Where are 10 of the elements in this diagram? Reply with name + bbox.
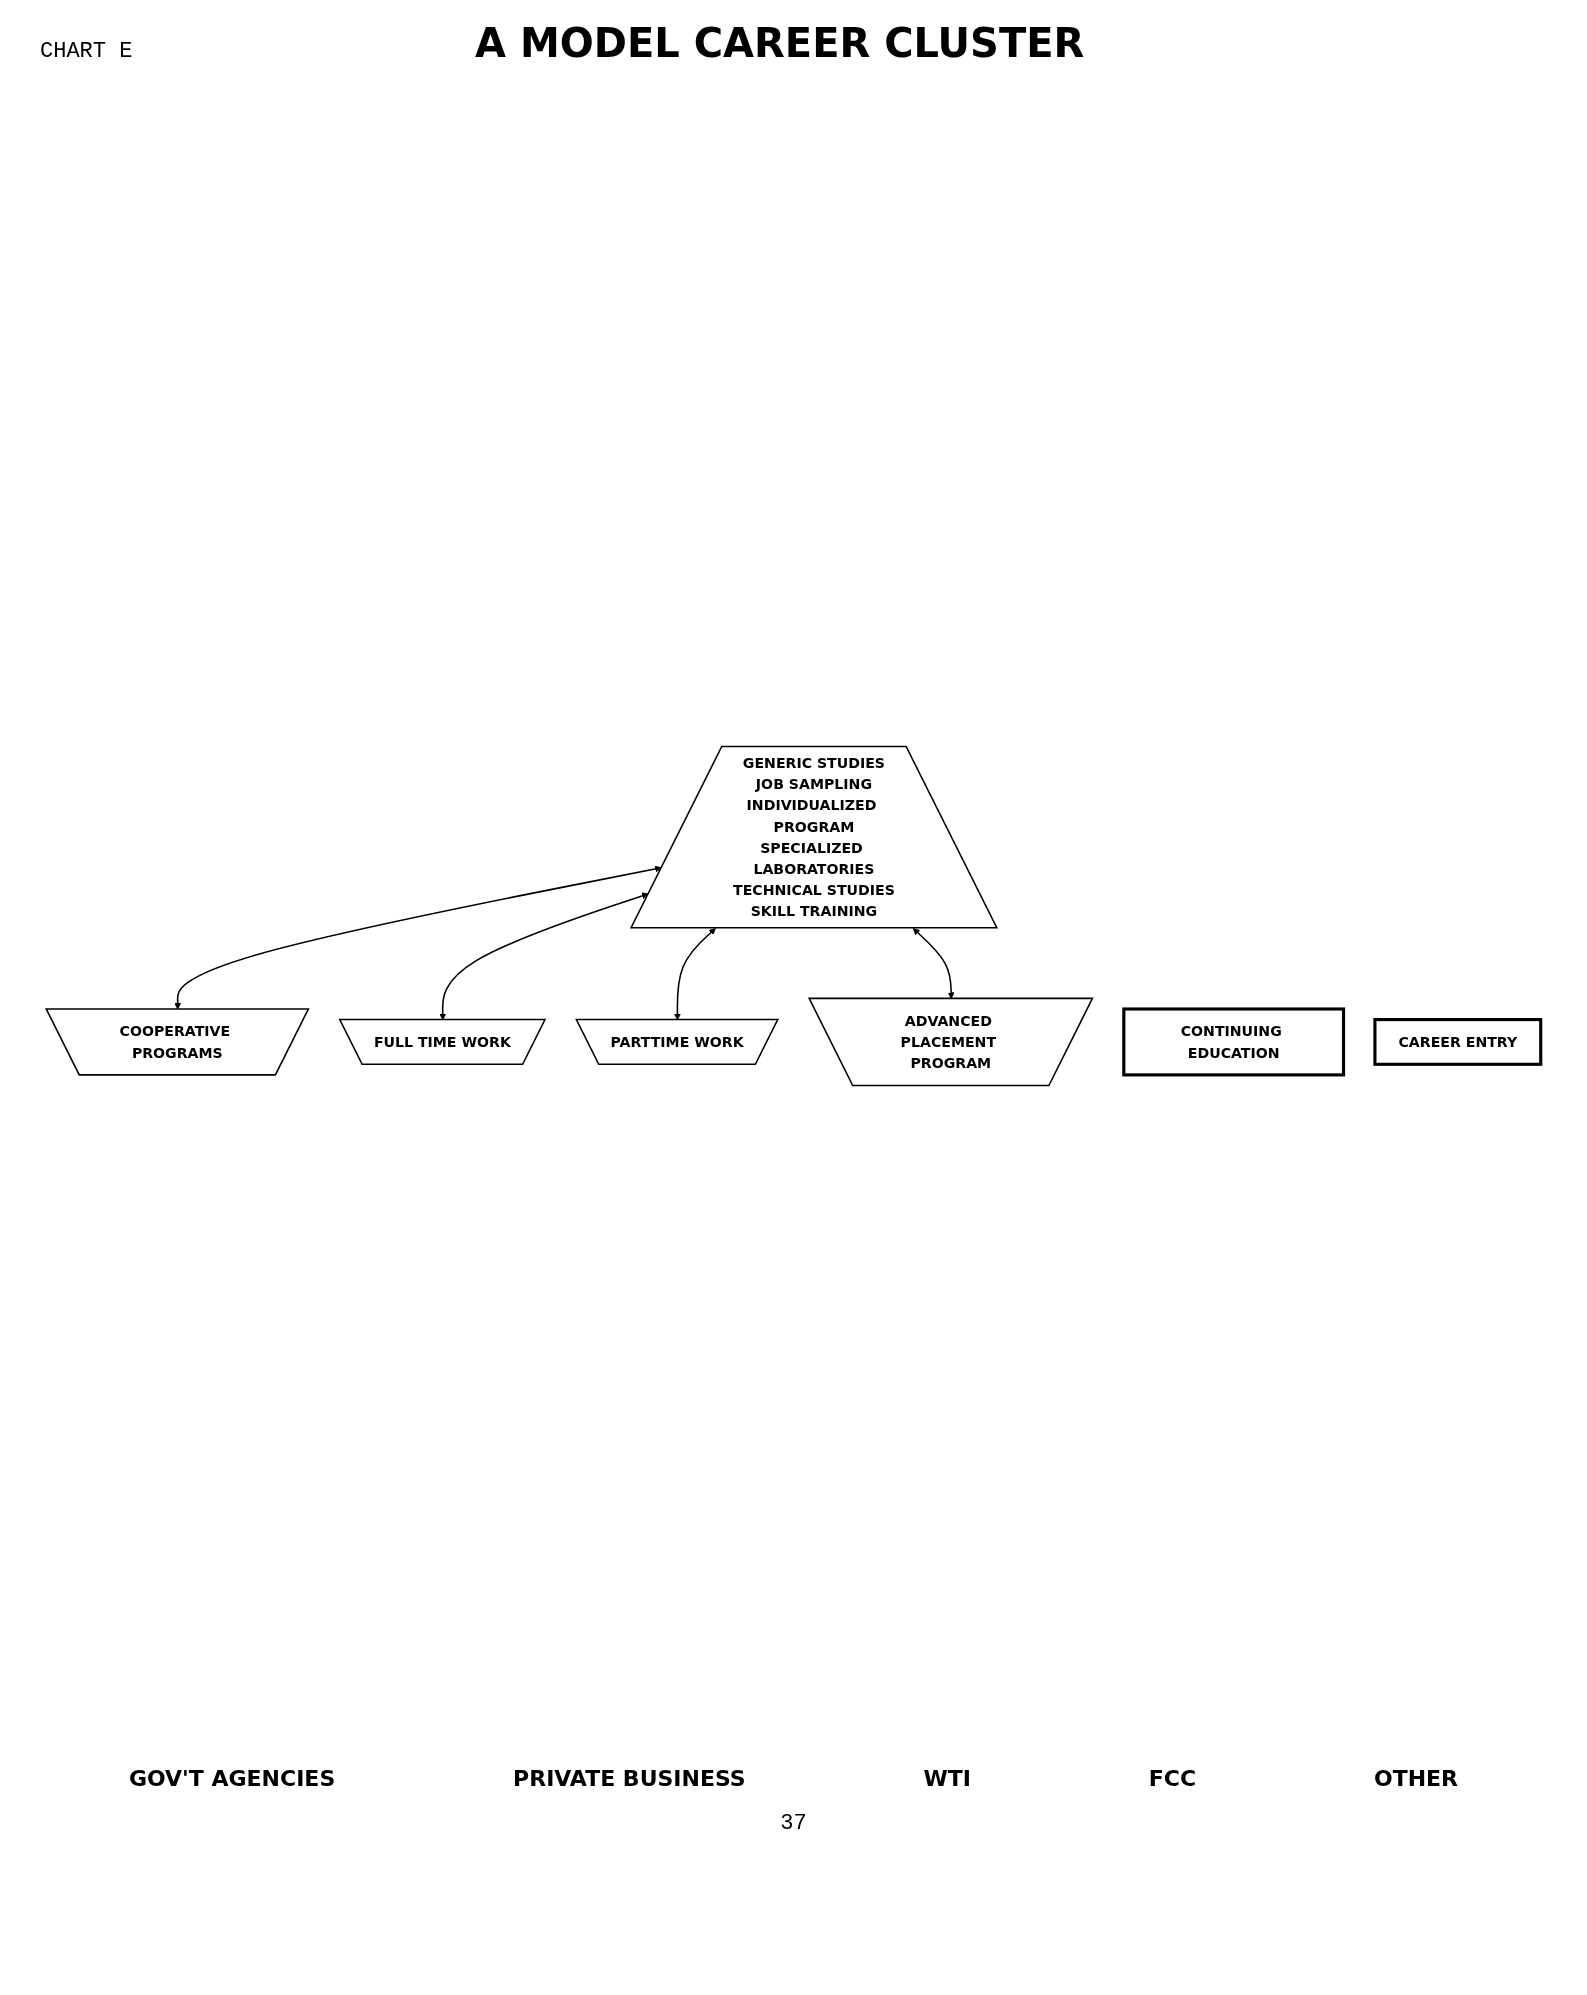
node-box: CAREER ENTRY bbox=[1373, 1018, 1543, 1066]
node-box: CONTINUING EDUCATION bbox=[1122, 1007, 1346, 1077]
page-number: 37 bbox=[780, 1811, 807, 1836]
chart-number: CHART E bbox=[40, 39, 133, 64]
note-text: OTHER bbox=[1373, 1766, 1459, 1791]
title: A MODEL CAREER CLUSTER bbox=[475, 20, 1085, 66]
note-text: PRIVATE BUSINESS bbox=[513, 1766, 746, 1791]
note-text: FCC bbox=[1148, 1766, 1197, 1791]
note-text: WTI bbox=[923, 1766, 971, 1791]
note-text: GOV'T AGENCIES bbox=[128, 1766, 336, 1791]
